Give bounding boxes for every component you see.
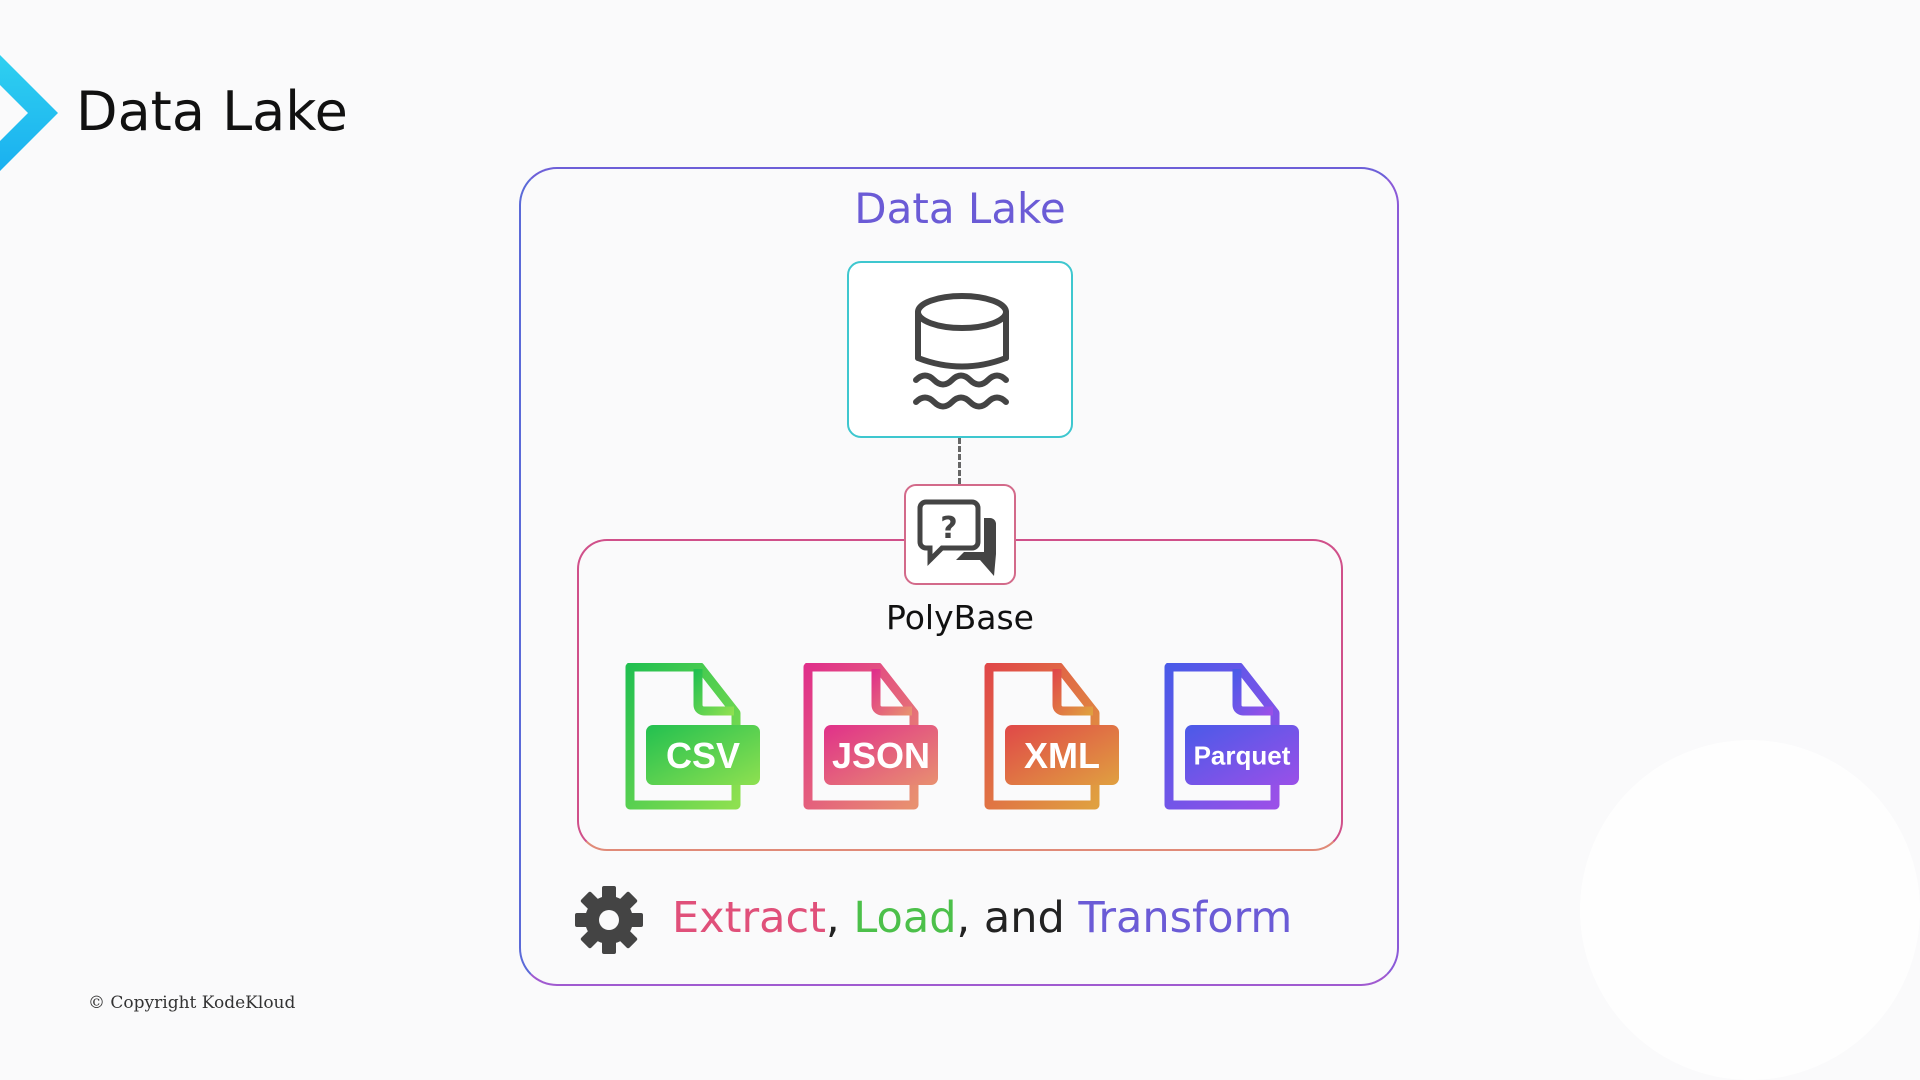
svg-text:?: ? — [940, 511, 957, 546]
storage-box — [847, 261, 1073, 438]
polybase-box: ? — [904, 484, 1016, 585]
copyright: © Copyright KodeKloud — [88, 993, 296, 1013]
transform-text: Transform — [1078, 893, 1293, 943]
chevron-icon — [0, 55, 58, 171]
file-icon-xml: XML — [983, 662, 1123, 811]
separator: , — [826, 893, 854, 943]
file-icon-parquet: Parquet — [1163, 662, 1303, 811]
data-lake-container — [519, 167, 1399, 986]
connector-line — [958, 438, 961, 484]
load-text: Load — [853, 893, 957, 943]
file-type-label: CSV — [666, 735, 740, 776]
elt-caption: Extract, Load, and Transform — [672, 893, 1292, 943]
file-icon-csv: CSV — [624, 662, 764, 811]
database-water-icon — [913, 293, 1009, 410]
file-type-label: Parquet — [1194, 740, 1291, 770]
file-type-label: XML — [1024, 735, 1100, 776]
separator: , and — [956, 893, 1079, 943]
page-title: Data Lake — [76, 80, 348, 143]
question-chat-icon: ? — [917, 499, 996, 576]
polybase-label: PolyBase — [886, 598, 1034, 637]
background-circle — [1580, 740, 1920, 1080]
data-lake-title: Data Lake — [854, 184, 1066, 233]
file-icon-json: JSON — [802, 662, 942, 811]
gear-icon — [575, 886, 643, 954]
extract-text: Extract — [672, 893, 827, 943]
file-type-label: JSON — [832, 735, 930, 776]
